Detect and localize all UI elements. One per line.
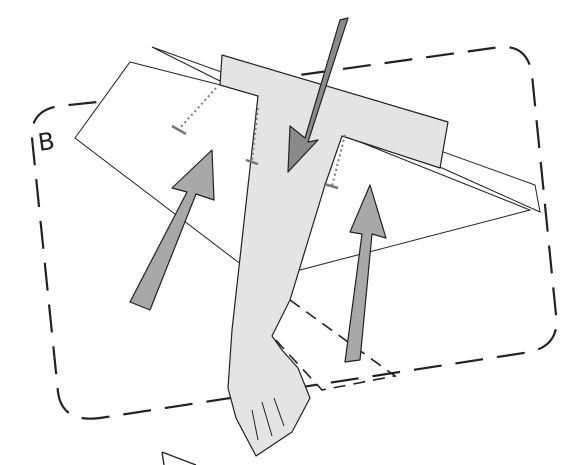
sleeve-piece xyxy=(219,54,449,457)
arrow-down-icon xyxy=(287,17,349,173)
dashed-fold-lines xyxy=(271,299,397,391)
stitch-end-marks xyxy=(171,124,339,190)
arrow-up-right-icon xyxy=(344,184,387,363)
stitch-lines xyxy=(179,87,346,187)
arrow-up-left-icon xyxy=(129,149,215,311)
region-label: B xyxy=(36,127,56,157)
hem-crease-lines xyxy=(251,397,285,441)
bottom-corner-outline xyxy=(161,451,197,465)
dashed-region-frame xyxy=(30,45,558,420)
